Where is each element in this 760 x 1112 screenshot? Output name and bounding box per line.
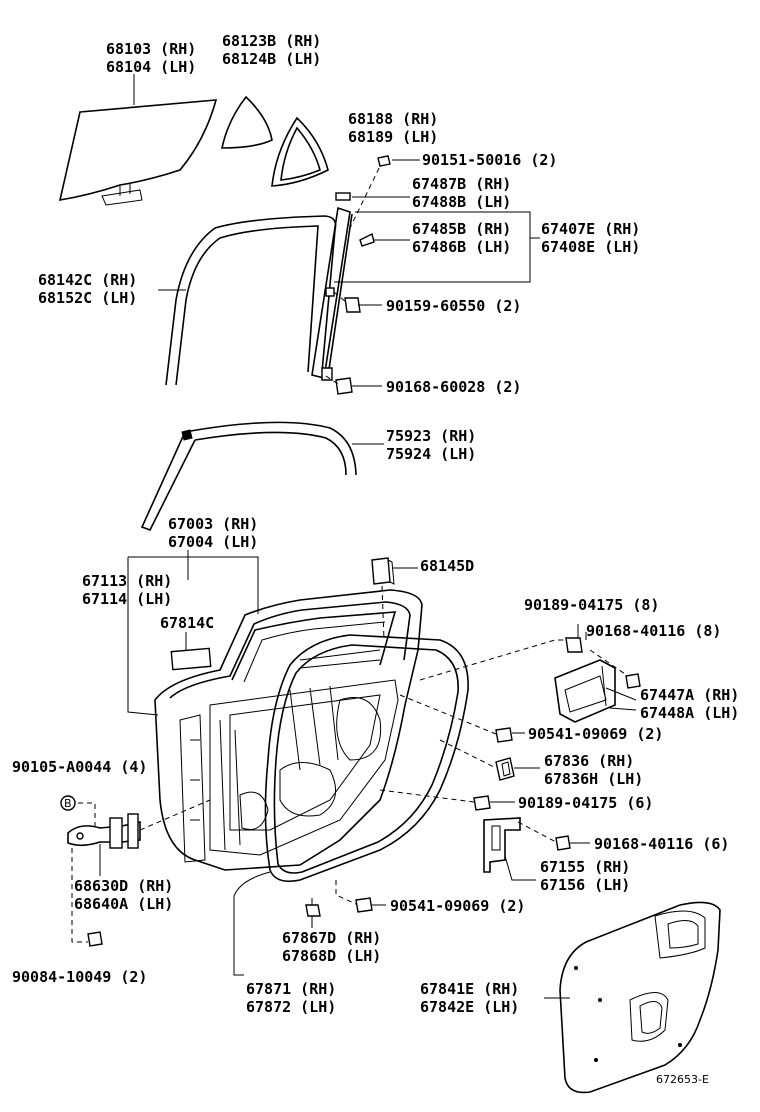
door-weatherstrip bbox=[264, 634, 469, 883]
label-run-rh: 68142C (RH) bbox=[38, 271, 137, 289]
label-quarter-weather-rh: 68188 (RH) bbox=[348, 110, 438, 128]
label-door-panel-rh: 67003 (RH) bbox=[168, 515, 258, 533]
label-check-lh: 67448A (LH) bbox=[640, 704, 739, 722]
clip-d-icon bbox=[355, 897, 373, 913]
label-quarter-weather-lh: 68189 (LH) bbox=[348, 128, 438, 146]
label-trim-lh: 67842E (LH) bbox=[420, 998, 519, 1016]
bracket-check bbox=[605, 687, 637, 711]
bolt-e-icon bbox=[87, 931, 103, 947]
bolt-d-icon bbox=[555, 835, 571, 851]
label-glass-rh: 68103 (RH) bbox=[106, 40, 196, 58]
door-panel-assembly bbox=[154, 589, 423, 871]
bolt-a-icon bbox=[344, 297, 382, 313]
door-check bbox=[554, 659, 616, 723]
label-moulding-rh: 75923 (RH) bbox=[386, 427, 476, 445]
label-bracket-lh: 67836H (LH) bbox=[544, 770, 643, 788]
label-panel-sub-lh: 67114 (LH) bbox=[82, 590, 172, 608]
division-bar bbox=[311, 192, 375, 381]
bolt-c-icon bbox=[625, 673, 641, 689]
dashed-bolt-b bbox=[325, 375, 339, 385]
clip-a-icon bbox=[565, 637, 583, 653]
label-weather-lh: 67868D (LH) bbox=[282, 947, 381, 965]
dashed-check-link bbox=[419, 639, 570, 681]
glass-run-channel bbox=[165, 215, 337, 386]
circled-b-icon bbox=[60, 795, 76, 811]
leader-weatherstrip bbox=[233, 871, 271, 976]
label-screw-a: 90151-50016 (2) bbox=[422, 151, 557, 169]
dashed-screw-b bbox=[78, 802, 96, 828]
label-frame-upper-lh: 67488B (LH) bbox=[412, 193, 511, 211]
label-hinge-rh: 68630D (RH) bbox=[74, 877, 173, 895]
label-holder-lh: 67156 (LH) bbox=[540, 876, 630, 894]
label-frame-upper-rh: 67487B (RH) bbox=[412, 175, 511, 193]
dashed-clip-c bbox=[379, 789, 475, 803]
service-cover-icon bbox=[170, 647, 212, 671]
cushion-icon bbox=[371, 557, 395, 585]
label-weatherstrip-rh: 67871 (RH) bbox=[246, 980, 336, 998]
label-bolt-e: 90084-10049 (2) bbox=[12, 968, 147, 986]
label-service-cover: 67814C bbox=[160, 614, 214, 632]
label-quarter-glass-rh: 68123B (RH) bbox=[222, 32, 321, 50]
diagram-code: 672653-E bbox=[656, 1073, 709, 1086]
label-screw-b: 90105-A0044 (4) bbox=[12, 758, 147, 776]
label-clip-a: 90189-04175 (8) bbox=[524, 596, 659, 614]
label-trim-rh: 67841E (RH) bbox=[420, 980, 519, 998]
bracket-door-panel bbox=[128, 556, 259, 614]
label-run-lh: 68152C (LH) bbox=[38, 289, 137, 307]
bolt-b-icon bbox=[335, 377, 382, 395]
handle-holder bbox=[483, 817, 521, 873]
door-hinge bbox=[67, 813, 141, 849]
dashed-cushion bbox=[381, 585, 385, 641]
label-bolt-a: 90159-60550 (2) bbox=[386, 297, 521, 315]
label-clip-c: 90189-04175 (6) bbox=[518, 794, 653, 812]
bracket-panel-sub bbox=[127, 557, 159, 716]
label-holder-rh: 67155 (RH) bbox=[540, 858, 630, 876]
dashed-clip-d bbox=[335, 880, 357, 905]
label-frame-rh: 67407E (RH) bbox=[541, 220, 640, 238]
label-cushion: 68145D bbox=[420, 557, 474, 575]
label-clip-d: 90541-09069 (2) bbox=[390, 897, 525, 915]
label-clip-b: 90541-09069 (2) bbox=[528, 725, 663, 743]
lock-bracket-icon bbox=[495, 757, 515, 781]
door-glass bbox=[58, 99, 218, 206]
dashed-clip-b bbox=[399, 694, 497, 735]
door-trim-panel bbox=[559, 901, 721, 1094]
dashed-bolt-a bbox=[333, 291, 347, 303]
belt-moulding bbox=[140, 421, 357, 532]
label-door-panel-lh: 67004 (LH) bbox=[168, 533, 258, 551]
screw-a-icon bbox=[377, 155, 391, 167]
dashed-hinge bbox=[139, 799, 211, 831]
quarter-glass bbox=[221, 95, 273, 149]
leader-holder bbox=[504, 855, 536, 881]
clip-c-icon bbox=[473, 795, 491, 811]
label-bolt-b: 90168-60028 (2) bbox=[386, 378, 521, 396]
dashed-bolt-d bbox=[517, 821, 557, 843]
circled-b-label: B bbox=[64, 797, 72, 810]
label-glass-lh: 68104 (LH) bbox=[106, 58, 196, 76]
label-bolt-c: 90168-40116 (8) bbox=[586, 622, 721, 640]
dashed-bolt-c bbox=[589, 649, 629, 677]
bracket-frame bbox=[334, 211, 531, 283]
quarter-weatherstrip bbox=[271, 116, 329, 187]
label-quarter-glass-lh: 68124B (LH) bbox=[222, 50, 321, 68]
label-panel-sub-rh: 67113 (RH) bbox=[82, 572, 172, 590]
label-bracket-rh: 67836 (RH) bbox=[544, 752, 634, 770]
dashed-bolt-e bbox=[71, 848, 88, 943]
dashed-screw-a bbox=[347, 159, 384, 233]
clip-b-icon bbox=[495, 727, 513, 743]
label-frame-lower-rh: 67485B (RH) bbox=[412, 220, 511, 238]
label-weather-rh: 67867D (RH) bbox=[282, 929, 381, 947]
label-bolt-d: 90168-40116 (6) bbox=[594, 835, 729, 853]
label-hinge-lh: 68640A (LH) bbox=[74, 895, 173, 913]
label-moulding-lh: 75924 (LH) bbox=[386, 445, 476, 463]
label-check-rh: 67447A (RH) bbox=[640, 686, 739, 704]
label-frame-lower-lh: 67486B (LH) bbox=[412, 238, 511, 256]
dashed-lock-bracket bbox=[439, 739, 497, 769]
label-weatherstrip-lh: 67872 (LH) bbox=[246, 998, 336, 1016]
weather-clip-icon bbox=[305, 898, 321, 917]
label-frame-lh: 67408E (LH) bbox=[541, 238, 640, 256]
